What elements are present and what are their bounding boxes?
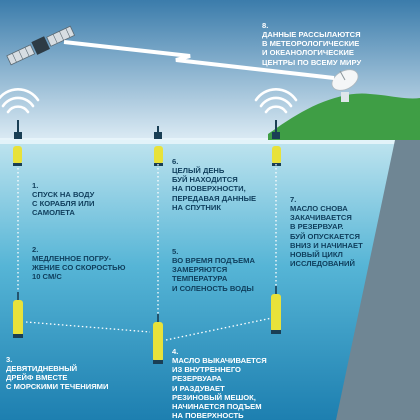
step-3-number: 3.: [6, 355, 13, 365]
float-trajectory: [17, 164, 277, 341]
step-4-label: 4. МАСЛО ВЫКАЧИВАЕТСЯ ИЗ ВНУТРЕННЕГО РЕЗ…: [172, 338, 304, 420]
argo-float-icon: [153, 314, 163, 364]
argo-float-icon: [154, 126, 162, 139]
step-4-text: МАСЛО ВЫКАЧИВАЕТСЯ ИЗ ВНУТРЕННЕГО РЕЗЕРВ…: [172, 356, 267, 420]
radio-waves-icon: [254, 87, 298, 114]
argo-float-icon: [13, 146, 22, 166]
sea-surface: [0, 138, 420, 144]
step-4-number: 4.: [172, 347, 179, 357]
step-8-label: 8. ДАННЫЕ РАССЫЛАЮТСЯ В МЕТЕОРОЛОГИЧЕСКИ…: [262, 12, 412, 67]
land-island: [268, 93, 420, 140]
argo-float-icon: [272, 120, 280, 139]
argo-float-icon: [271, 286, 281, 334]
argo-float-icon: [13, 292, 23, 338]
step-6-number: 6.: [172, 157, 179, 167]
argo-float-icon: [154, 146, 163, 166]
step-3-text: ДЕВЯТИДНЕВНЫЙ ДРЕЙФ ВМЕСТЕ С МОРСКИМИ ТЕ…: [6, 364, 109, 392]
step-2-text: МЕДЛЕННОЕ ПОГРУ- ЖЕНИЕ СО СКОРОСТЬЮ 10 С…: [32, 254, 126, 282]
step-3-label: 3. ДЕВЯТИДНЕВНЫЙ ДРЕЙФ ВМЕСТЕ С МОРСКИМИ…: [6, 346, 154, 392]
satellite-icon: [6, 25, 76, 66]
step-2-label: 2. МЕДЛЕННОЕ ПОГРУ- ЖЕНИЕ СО СКОРОСТЬЮ 1…: [32, 236, 152, 282]
step-5-label: 5. ВО ВРЕМЯ ПОДЪЕМА ЗАМЕРЯЮТСЯ ТЕМПЕРАТУ…: [172, 238, 292, 293]
step-5-text: ВО ВРЕМЯ ПОДЪЕМА ЗАМЕРЯЮТСЯ ТЕМПЕРАТУРА …: [172, 256, 255, 293]
step-7-number: 7.: [290, 195, 297, 205]
step-6-label: 6. ЦЕЛЫЙ ДЕНЬ БУЙ НАХОДИТСЯ НА ПОВЕРХНОС…: [172, 148, 280, 212]
step-8-text: ДАННЫЕ РАССЫЛАЮТСЯ В МЕТЕОРОЛОГИЧЕСКИЕ И…: [262, 30, 362, 67]
step-2-number: 2.: [32, 245, 39, 255]
argo-float-icon: [14, 120, 22, 139]
step-1-number: 1.: [32, 181, 39, 191]
step-8-number: 8.: [262, 21, 269, 31]
step-1-text: СПУСК НА ВОДУ С КОРАБЛЯ ИЛИ САМОЛЕТА: [32, 190, 95, 218]
radio-waves-icon: [0, 87, 40, 114]
step-7-text: МАСЛО СНОВА ЗАКАЧИВАЕТСЯ В РЕЗЕРВУАР. БУ…: [290, 204, 363, 268]
step-5-number: 5.: [172, 247, 179, 257]
satellite-dish-icon: [331, 69, 359, 102]
deep-ocean-wedge: [336, 140, 420, 420]
step-1-label: 1. СПУСК НА ВОДУ С КОРАБЛЯ ИЛИ САМОЛЕТА: [32, 172, 152, 218]
lightning-signal-icon: [63, 40, 335, 80]
step-7-label: 7. МАСЛО СНОВА ЗАКАЧИВАЕТСЯ В РЕЗЕРВУАР.…: [290, 186, 382, 268]
step-6-text: ЦЕЛЫЙ ДЕНЬ БУЙ НАХОДИТСЯ НА ПОВЕРХНОСТИ,…: [172, 166, 257, 212]
